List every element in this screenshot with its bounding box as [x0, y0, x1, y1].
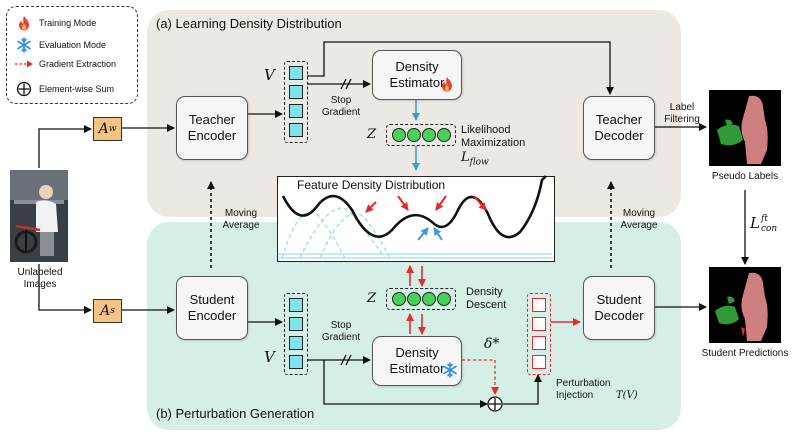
likelihood-maximization-label: Likelihood Maximization — [461, 124, 526, 149]
pseudo-labels-label: Pseudo Labels — [711, 171, 779, 182]
delta-star-label: δ* — [484, 336, 500, 352]
circled-plus-icon — [487, 396, 503, 412]
moving-average-left-label: Moving Average — [222, 208, 260, 231]
student-encoder: Student Encoder — [176, 276, 248, 340]
circled-plus-icon — [15, 81, 33, 97]
z-label-top: Z — [367, 127, 377, 142]
stop-gradient-bottom-label: Stop Gradient — [321, 320, 361, 343]
teacher-decoder: Teacher Decoder — [583, 96, 655, 160]
v-label-top: V — [264, 66, 275, 84]
density-curve-group — [278, 175, 552, 259]
flame-icon — [15, 15, 33, 31]
unlabeled-images-label: Unlabeled Images — [17, 267, 63, 290]
pseudo-label-image — [709, 90, 781, 166]
snowflake-icon — [15, 37, 33, 53]
panel-title-bottom: (b) Perturbation Generation — [156, 406, 315, 421]
density-estimator-bottom: Density Estimator — [372, 336, 462, 386]
density-plot-title: Feature Density Distribution — [297, 178, 446, 192]
panel-title-top: (a) Learning Density Distribution — [156, 16, 342, 31]
unlabeled-image — [10, 170, 68, 262]
legend-evaluation: Evaluation Mode — [15, 37, 106, 53]
feature-vector-top — [284, 61, 308, 143]
snowflake-icon — [442, 362, 458, 383]
dashed-red-arrow-icon — [15, 59, 33, 69]
legend: Training Mode Evaluation Mode Gradient E… — [6, 6, 138, 104]
density-descent-label: Density Descent — [466, 286, 507, 311]
stop-gradient-top-label: Stop Gradient — [321, 95, 361, 118]
label-filtering-label: Label Filtering — [664, 102, 700, 125]
perturbation-injection-label: Perturbation Injection — [556, 378, 611, 401]
latent-z-top — [386, 124, 456, 146]
student-prediction-image — [709, 267, 781, 343]
perturbed-feature-vector — [527, 293, 551, 375]
z-label-bottom: Z — [367, 291, 377, 306]
legend-sum: Element-wise Sum — [15, 81, 114, 97]
v-label-bottom: V — [264, 348, 275, 366]
l-flow-label: Lflow — [461, 150, 489, 168]
flame-icon — [440, 76, 454, 97]
teacher-encoder: Teacher Encoder — [176, 96, 248, 160]
legend-gradient: Gradient Extraction — [15, 59, 116, 69]
density-estimator-top: Density Estimator — [372, 50, 462, 100]
legend-training: Training Mode — [15, 15, 96, 31]
student-predictions-label: Student Predictions — [701, 348, 789, 359]
moving-average-right-label: Moving Average — [620, 208, 658, 231]
latent-z-bottom — [386, 288, 456, 310]
t-v-label: T(V) — [616, 390, 638, 401]
feature-vector-bottom — [284, 293, 308, 375]
student-decoder: Student Decoder — [583, 276, 655, 340]
